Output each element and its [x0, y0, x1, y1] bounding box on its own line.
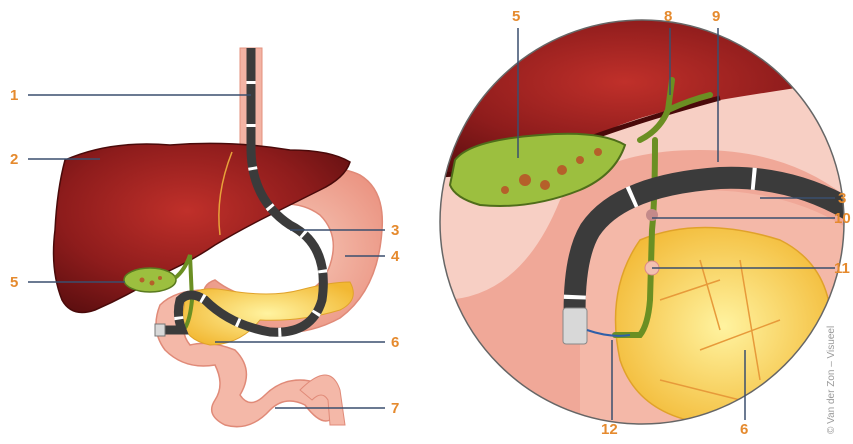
- copyright-credit: © Van der Zon – Visueel: [826, 326, 837, 434]
- magnified-view: [440, 20, 850, 430]
- liver: [54, 143, 350, 312]
- label-r12: 12: [601, 422, 618, 437]
- label-7: 7: [391, 401, 399, 416]
- label-r3: 3: [838, 191, 846, 206]
- label-5: 5: [10, 275, 18, 290]
- label-2: 2: [10, 152, 18, 167]
- left-illustration: [54, 48, 383, 427]
- label-r9: 9: [712, 9, 720, 24]
- label-r8: 8: [664, 9, 672, 24]
- label-r10: 10: [834, 211, 851, 226]
- label-1: 1: [10, 88, 18, 103]
- gallbladder: [124, 268, 176, 292]
- endoscope-tip-magnified: [563, 308, 587, 344]
- label-4: 4: [391, 249, 399, 264]
- label-6: 6: [391, 335, 399, 350]
- label-r6: 6: [740, 422, 748, 437]
- label-3: 3: [391, 223, 399, 238]
- label-r11: 11: [834, 261, 850, 276]
- endoscope-tip: [155, 324, 165, 336]
- label-r5: 5: [512, 9, 520, 24]
